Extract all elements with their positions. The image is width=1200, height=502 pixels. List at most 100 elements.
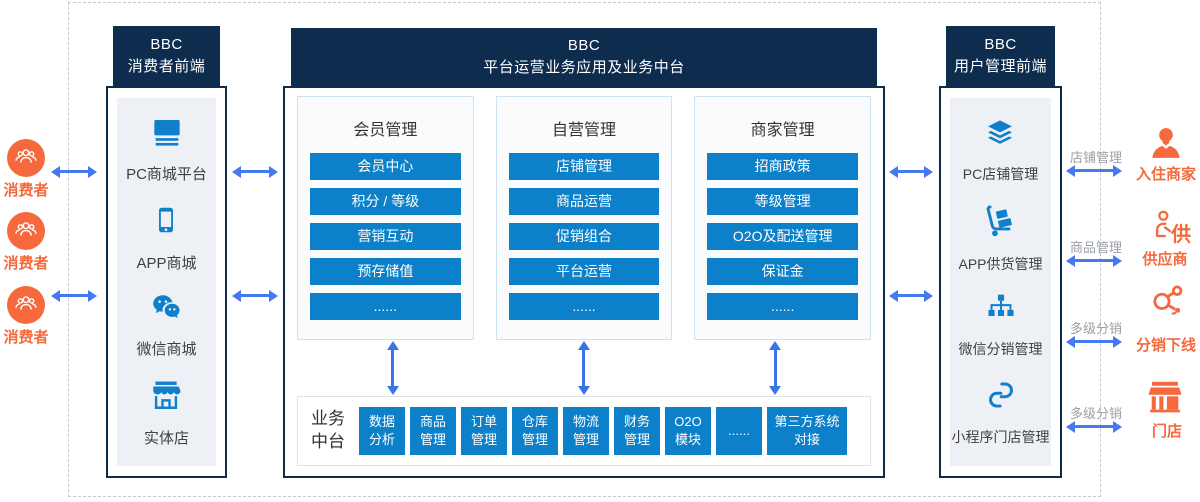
- arrow-consumer-frontend-1: [51, 165, 97, 178]
- self-operated-management-column: 自营管理 店铺管理 商品运营 促销组合 平台运营 ......: [495, 96, 673, 340]
- arrow-label-product-management: 商品管理: [1069, 240, 1122, 255]
- app-mall-label: APP商城: [136, 254, 197, 272]
- consumer-avatar: [7, 139, 45, 177]
- business-middle-platform-row: 业务 中台 数据 分析 商品 管理 订单 管理 仓库 管理 物流 管理 财务 管…: [297, 396, 871, 466]
- platform-operations-body: 会员管理 会员中心 积分 / 等级 营销互动 预存储值 ...... 自营管理 …: [283, 86, 885, 478]
- module-button: 预存储值: [310, 258, 461, 285]
- app-supply-label: APP供货管理: [958, 255, 1043, 272]
- middle-platform-tile: 数据 分析: [359, 407, 405, 455]
- middle-platform-tile: 商品 管理: [410, 407, 456, 455]
- wechat-distribution-item: 微信分销管理: [959, 292, 1043, 359]
- distributor-label: 分销下线: [1135, 337, 1196, 354]
- consumer-frontend-panel: BBC 消费者前端 PC商城平台: [106, 26, 227, 478]
- module-button: 招商政策: [707, 153, 859, 180]
- trolley-icon: [982, 203, 1018, 244]
- store-solid-icon: [1146, 378, 1184, 421]
- physical-store-label: 实体店: [143, 429, 189, 447]
- wechat-mall-label: 微信商城: [136, 341, 197, 359]
- arrow-platform-userfrontend-1: [889, 165, 933, 178]
- arrow-column-middleplatform-2: [577, 341, 590, 395]
- consumer-label: 消费者: [3, 182, 49, 199]
- module-button: 积分 / 等级: [310, 188, 461, 215]
- supplier-icon-text: 供: [1171, 224, 1191, 246]
- user-management-title: BBC 用户管理前端: [946, 26, 1055, 86]
- consumer-label: 消费者: [3, 329, 49, 346]
- user-management-body: PC店铺管理 APP供货管理: [939, 86, 1062, 478]
- wechat-mall-item: 微信商城: [136, 291, 197, 359]
- arrow-frontend-platform-1: [232, 165, 278, 178]
- arrow-frontend-platform-2: [232, 289, 278, 302]
- module-button: 等级管理: [707, 188, 859, 215]
- store-icon: [148, 378, 184, 417]
- module-button: ......: [310, 293, 461, 320]
- people-group-icon: [13, 216, 39, 247]
- orgchart-icon: [983, 292, 1019, 329]
- module-button: O2O及配送管理: [707, 223, 859, 250]
- user-management-frontend-panel: BBC 用户管理前端 PC店铺管理: [939, 26, 1062, 478]
- middle-platform-tile: 物流 管理: [563, 407, 609, 455]
- pc-icon: [149, 116, 185, 153]
- consumer-frontend-title: BBC 消费者前端: [113, 26, 220, 86]
- phone-icon: [152, 203, 180, 242]
- arrow-userfrontend-distributor: [1066, 335, 1122, 348]
- shop-label: 门店: [1151, 423, 1182, 440]
- pc-mall-item: PC商城平台: [126, 116, 207, 184]
- miniprogram-icon: [984, 378, 1018, 417]
- arrow-userfrontend-supplier: [1066, 254, 1122, 267]
- business-middle-platform-label: 业务 中台: [311, 409, 345, 451]
- middle-platform-tile: 财务 管理: [614, 407, 660, 455]
- middle-platform-tile: O2O 模块: [665, 407, 711, 455]
- people-group-icon: [13, 290, 39, 321]
- module-button: ......: [508, 293, 660, 320]
- arrow-platform-userfrontend-2: [889, 289, 933, 302]
- middle-platform-tile: 订单 管理: [461, 407, 507, 455]
- module-button: ......: [707, 293, 859, 320]
- column-title: 会员管理: [353, 122, 418, 139]
- platform-operations-panel: BBC 平台运营业务应用及业务中台 会员管理 会员中心 积分 / 等级 营销互动…: [283, 28, 885, 478]
- column-title: 商家管理: [750, 122, 815, 139]
- app-mall-item: APP商城: [136, 203, 197, 273]
- platform-operations-title: BBC 平台运营业务应用及业务中台: [291, 28, 877, 86]
- pc-shop-item: PC店铺管理: [963, 117, 1038, 184]
- layers-icon: [981, 117, 1019, 154]
- module-button: 促销组合: [508, 223, 660, 250]
- module-button: 店铺管理: [508, 153, 660, 180]
- module-button: 营销互动: [310, 223, 461, 250]
- app-supply-item: APP供货管理: [958, 203, 1043, 274]
- share-icon: [1148, 283, 1186, 326]
- boundary-dashed-frame: [68, 2, 1101, 497]
- miniprogram-store-item: 小程序门店管理: [952, 378, 1050, 447]
- miniprogram-store-label: 小程序门店管理: [951, 429, 1050, 446]
- wechat-icon: [147, 291, 185, 328]
- consumer-frontend-body: PC商城平台 APP商城: [106, 86, 227, 478]
- supplier-icon: [1148, 206, 1180, 247]
- arrow-label-shop-management: 店铺管理: [1069, 150, 1122, 165]
- module-button: 商品运营: [508, 188, 660, 215]
- member-management-column: 会员管理 会员中心 积分 / 等级 营销互动 预存储值 ......: [297, 96, 474, 340]
- supplier-label: 供应商: [1142, 251, 1188, 268]
- merchant-label: 入住商家: [1135, 166, 1196, 183]
- module-button: 保证金: [707, 258, 859, 285]
- module-button: 平台运营: [508, 258, 660, 285]
- arrow-label-multilevel-distribution-1: 多级分销: [1069, 321, 1122, 336]
- merchant-management-column: 商家管理 招商政策 等级管理 O2O及配送管理 保证金 ......: [694, 96, 872, 340]
- column-title: 自营管理: [552, 122, 617, 139]
- consumer-avatar: [7, 212, 45, 250]
- physical-store-item: 实体店: [144, 378, 189, 448]
- arrow-userfrontend-merchant: [1066, 164, 1122, 177]
- arrow-consumer-frontend-2: [51, 289, 97, 302]
- people-group-icon: [13, 143, 39, 174]
- pc-mall-label: PC商城平台: [126, 166, 207, 184]
- middle-platform-tile: ......: [716, 407, 762, 455]
- arrow-label-multilevel-distribution-2: 多级分销: [1069, 406, 1122, 421]
- consumer-label: 消费者: [3, 255, 49, 272]
- wechat-distribution-label: 微信分销管理: [958, 341, 1043, 358]
- module-button: 会员中心: [310, 153, 461, 180]
- arrow-userfrontend-shop: [1066, 420, 1122, 433]
- pc-shop-label: PC店铺管理: [962, 165, 1039, 182]
- middle-platform-tile: 仓库 管理: [512, 407, 558, 455]
- arrow-column-middleplatform-3: [769, 341, 782, 395]
- consumer-avatar: [7, 286, 45, 324]
- arrow-column-middleplatform-1: [386, 341, 399, 395]
